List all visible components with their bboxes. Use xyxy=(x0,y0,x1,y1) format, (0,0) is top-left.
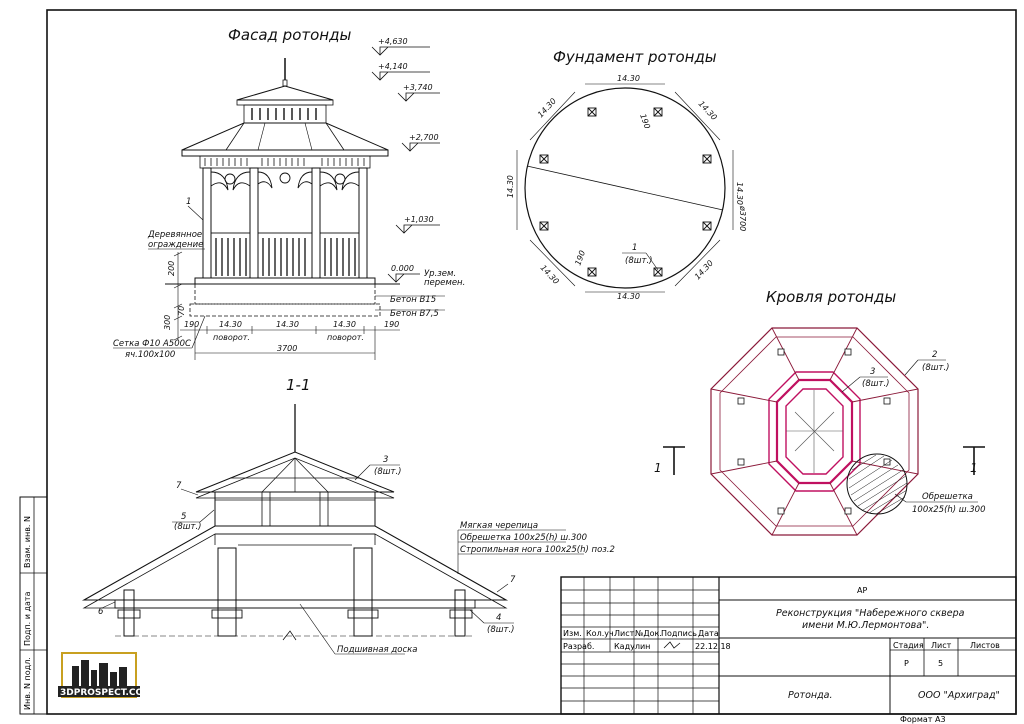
soffit-label: Подшивная доска xyxy=(337,645,417,655)
signature xyxy=(663,641,681,649)
fdim-right: 14.30 xyxy=(735,182,744,205)
roof-lathing-1: Обрешетка xyxy=(922,492,973,502)
facade-callout-1: 1 xyxy=(186,197,191,207)
fdim-bottom: 14.30 xyxy=(617,292,640,301)
th-ndok: №Док. xyxy=(635,629,662,638)
fdim-tl: 14.30 xyxy=(536,96,558,119)
facade-title: Фасад ротонды xyxy=(228,26,351,44)
fdim-br: 14.30 xyxy=(693,258,715,281)
ground-label-1: Ур.зем. xyxy=(424,269,456,279)
sec-callout4-num: 4 xyxy=(496,613,501,623)
roof-callout3-num: 3 xyxy=(870,367,875,377)
side-stamp-inv: Инв. N подл. xyxy=(23,657,32,710)
logo: 3DPROSPECT.COM xyxy=(58,652,152,698)
dim-h200: 200 xyxy=(167,261,176,276)
ground-label-2: перемен. xyxy=(424,278,465,288)
elev-4630: +4,630 xyxy=(378,37,408,46)
sec-callout7a: 7 xyxy=(176,481,182,491)
side-stamp-replace: Взам. инв. N xyxy=(23,516,32,568)
sec-callout5-num: 5 xyxy=(181,512,186,522)
dim-1430a: 14.30 xyxy=(219,320,242,329)
roof-plan: Кровля ротонды xyxy=(654,288,986,536)
foundation-diameter: ø3700 xyxy=(738,205,747,231)
th-izm: Изм. xyxy=(563,629,582,638)
elev-4140: +4,140 xyxy=(378,62,408,71)
rafter-label: Стропильная нога 100х25(h) поз.2 xyxy=(460,545,615,555)
tb-date: 22.12.18 xyxy=(695,642,731,651)
tb-sheets-h: Листов xyxy=(970,641,1000,650)
tb-sheet: 5 xyxy=(938,659,943,668)
tb-code: АР xyxy=(857,586,867,595)
section-mark-right: 1 xyxy=(970,461,978,475)
sec-lathing-label: Обрешетка 100х25(h) ш.300 xyxy=(460,533,587,543)
concrete-b75: Бетон В7,5 xyxy=(390,309,439,319)
tb-project-1: Реконструкция "Набережного сквера xyxy=(776,608,965,619)
concrete-b15: Бетон В15 xyxy=(390,295,436,305)
section-title: 1-1 xyxy=(286,376,311,394)
mesh-label-1: Сетка Ф10 А500С xyxy=(113,339,191,349)
roof-lathing-2: 100х25(h) ш.300 xyxy=(912,505,986,515)
facade-view: Фасад ротонды xyxy=(113,26,465,360)
dim-h300: 300 xyxy=(163,315,172,330)
fdim-190a: 190 xyxy=(638,113,652,130)
foundation-view: Фундамент ротонды 14.30 14.30 14.30 xyxy=(506,48,747,301)
foundation-callout-qty: (8шт.) xyxy=(625,256,652,266)
tb-role: Разраб. xyxy=(563,642,594,651)
dim-1430b: 14.30 xyxy=(276,320,299,329)
fdim-top: 14.30 xyxy=(617,74,640,83)
mesh-label-2: яч.100х100 xyxy=(125,350,175,360)
sec-callout7b: 7 xyxy=(510,575,516,585)
sec-callout5-qty: (8шт.) xyxy=(174,522,201,532)
th-data: Дата xyxy=(698,629,719,638)
title-block: Изм. Кол.уч. Лист №Док. Подпись Дата Раз… xyxy=(560,576,1017,715)
th-list: Лист xyxy=(614,629,635,638)
foundation-callout-num: 1 xyxy=(632,243,637,253)
section-mark-left: 1 xyxy=(654,461,662,475)
tb-drawing: Ротонда. xyxy=(788,690,833,701)
section-view: 1-1 xyxy=(81,376,615,655)
tb-name: Кадулин xyxy=(614,642,650,651)
elev-1030: +1,030 xyxy=(404,215,434,224)
dim-190b: 190 xyxy=(384,320,399,329)
dim-1430c: 14.30 xyxy=(333,320,356,329)
roof-callout2-num: 2 xyxy=(932,350,937,360)
dim-h70: 70 xyxy=(177,306,186,316)
sec-callout3-num: 3 xyxy=(383,455,388,465)
elev-0000: 0.000 xyxy=(391,264,414,273)
soft-tile-label: Мягкая черепица xyxy=(460,521,538,531)
roof-callout2-qty: (8шт.) xyxy=(922,363,949,373)
dim-190a: 190 xyxy=(184,320,199,329)
roof-title: Кровля ротонды xyxy=(766,288,896,306)
sheet-border xyxy=(46,9,1017,715)
elev-2700: +2,700 xyxy=(409,133,439,142)
foundation-title: Фундамент ротонды xyxy=(553,48,717,66)
sec-callout4-qty: (8шт.) xyxy=(487,625,514,635)
tb-company: ООО "Архиград" xyxy=(918,690,1000,701)
th-kol: Кол.уч. xyxy=(586,629,616,638)
turn-label-b: поворот. xyxy=(327,333,364,342)
elev-3740: +3,740 xyxy=(403,83,433,92)
sec-callout3-qty: (8шт.) xyxy=(374,467,401,477)
th-podp: Подпись xyxy=(661,629,697,638)
tb-stage: Р xyxy=(904,659,909,668)
fdim-190b: 190 xyxy=(573,249,587,266)
logo-text: 3DPROSPECT.COM xyxy=(60,688,152,698)
tb-sheet-h: Лист xyxy=(931,641,952,650)
fence-label-2: ограждение xyxy=(148,240,203,250)
side-stamp: Взам. инв. N Подп. и дата Инв. N подл. xyxy=(19,496,48,715)
dim-total: 3700 xyxy=(277,344,297,353)
roof-callout3-qty: (8шт.) xyxy=(862,379,889,389)
sheet-format: Формат А3 xyxy=(900,715,946,724)
sec-callout6: 6 xyxy=(98,607,104,617)
fdim-bl: 14.30 xyxy=(539,263,561,286)
side-stamp-sign: Подп. и дата xyxy=(23,591,32,646)
fdim-left: 14.30 xyxy=(506,175,515,198)
tb-stage-h: Стадия xyxy=(893,641,924,650)
turn-label-a: поворот. xyxy=(213,333,250,342)
tb-project-2: имени М.Ю.Лермонтова". xyxy=(802,620,929,631)
fence-label-1: Деревянное xyxy=(147,230,202,240)
